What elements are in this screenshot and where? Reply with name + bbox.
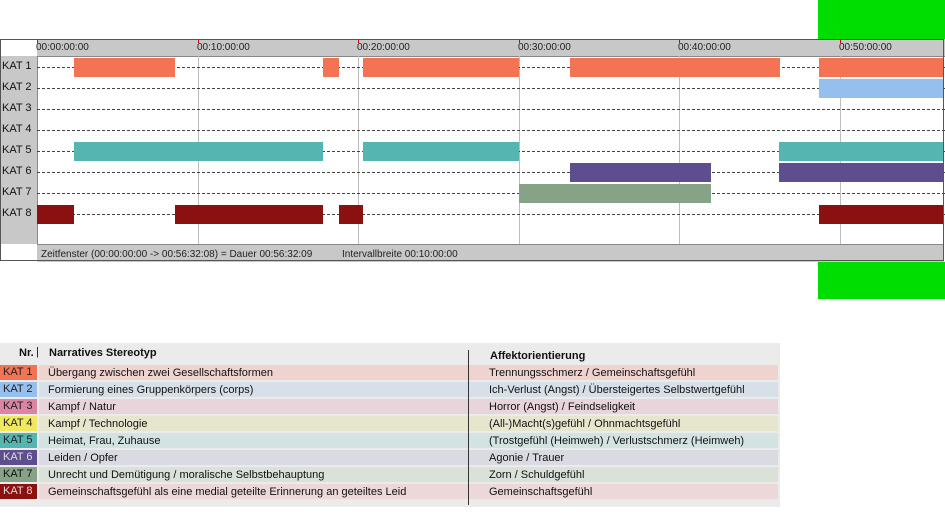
- ruler-tick: [198, 39, 199, 43]
- legend-affekt-text: (All-)Macht(s)gefühl / Ohnmachtsgefühl: [489, 418, 681, 430]
- ruler-tick-label: 00:40:00:00: [678, 42, 731, 53]
- row-label-kat-8: KAT 8: [2, 207, 32, 219]
- legend-header-divider: |: [36, 346, 39, 358]
- legend-table: Nr. | Narratives Stereotyp Affektorienti…: [0, 343, 780, 507]
- legend-affekt-text: (Trostgefühl (Heimweh) / Verlustschmerz …: [489, 435, 745, 447]
- legend-column-separator: [468, 350, 469, 505]
- ruler-tick-label: 00:20:00:00: [357, 42, 410, 53]
- status-bar: Zeitfenster (00:00:00:00 -> 00:56:32:08)…: [37, 244, 944, 262]
- status-time-window: Zeitfenster (00:00:00:00 -> 00:56:32:08)…: [41, 249, 313, 260]
- legend-affekt-text: Gemeinschaftsgefühl: [489, 486, 593, 498]
- legend-stereotyp-text: Unrecht und Demütigung / moralische Selb…: [48, 469, 325, 481]
- row-dashed-line: [37, 193, 945, 194]
- ruler-tick: [679, 39, 680, 43]
- timeline-segment-kat-8[interactable]: [819, 205, 944, 224]
- timeline-plot-area[interactable]: [37, 56, 945, 244]
- timeline-segment-kat-1[interactable]: [570, 58, 780, 77]
- legend-kat-swatch: KAT 7: [0, 467, 37, 482]
- timeline-segment-kat-1[interactable]: [819, 58, 944, 77]
- timeline-segment-kat-8[interactable]: [175, 205, 323, 224]
- legend-affekt-text: Agonie / Trauer: [489, 452, 565, 464]
- legend-row-background: [39, 399, 778, 414]
- timeline-segment-kat-6[interactable]: [570, 163, 711, 182]
- row-label-kat-2: KAT 2: [2, 81, 32, 93]
- legend-stereotyp-text: Kampf / Technologie: [48, 418, 148, 430]
- ruler-tick: [37, 39, 38, 43]
- legend-kat-swatch: KAT 6: [0, 450, 37, 465]
- grid-vertical-line: [679, 56, 680, 244]
- legend-row-background: [39, 416, 778, 431]
- time-ruler[interactable]: 00:00:00:00 00:10:00:00 00:20:00:00 00:30:0…: [36, 39, 945, 57]
- legend-stereotyp-text: Leiden / Opfer: [48, 452, 118, 464]
- row-dashed-line: [37, 172, 945, 173]
- ruler-tick-label: 00:00:00:00: [36, 42, 89, 53]
- legend-stereotyp-text: Formierung eines Gruppenkörpers (corps): [48, 384, 254, 396]
- ruler-tick-label: 00:50:00:00: [839, 42, 892, 53]
- row-dashed-line: [37, 214, 945, 215]
- row-label-kat-3: KAT 3: [2, 102, 32, 114]
- timeline-segment-kat-5[interactable]: [363, 142, 519, 161]
- legend-row-background: [39, 450, 778, 465]
- row-label-kat-7: KAT 7: [2, 186, 32, 198]
- legend-header-affekt: Affektorientierung: [490, 350, 586, 362]
- row-label-column: KAT 1 KAT 2 KAT 3 KAT 4 KAT 5 KAT 6 KAT 7 KAT 8: [0, 56, 38, 244]
- status-interval-width: Intervallbreite 00:10:00:00: [342, 249, 458, 260]
- timeline-segment-kat-7[interactable]: [519, 184, 711, 203]
- legend-stereotyp-text: Gemeinschaftsgefühl als eine medial gete…: [48, 486, 407, 498]
- timeline-segment-kat-1[interactable]: [74, 58, 175, 77]
- ruler-tick: [358, 39, 359, 43]
- timeline-segment-kat-5[interactable]: [74, 142, 323, 161]
- timeline-segment-kat-5[interactable]: [779, 142, 944, 161]
- ruler-tick-label: 00:10:00:00: [197, 42, 250, 53]
- ruler-tick: [840, 39, 841, 43]
- legend-kat-swatch: KAT 2: [0, 382, 37, 397]
- legend-row: KAT 7 Unrecht und Demütigung / moralische…: [0, 467, 780, 483]
- legend-row: KAT 2 Formierung eines Gruppenkörpers (co…: [0, 382, 780, 398]
- timeline-segment-kat-8[interactable]: [37, 205, 74, 224]
- timeline-segment-kat-8[interactable]: [339, 205, 363, 224]
- timeline-panel[interactable]: 00:00:00:00 00:10:00:00 00:20:00:00 00:30:0…: [0, 39, 945, 262]
- legend-row-background: [39, 382, 778, 397]
- legend-stereotyp-text: Übergang zwischen zwei Gesellschaftsform…: [48, 367, 273, 379]
- row-dashed-line: [37, 88, 945, 89]
- row-label-kat-5: KAT 5: [2, 144, 32, 156]
- legend-row-background: [39, 484, 778, 499]
- grid-vertical-line: [358, 56, 359, 244]
- legend-header-nr: Nr.: [19, 347, 34, 359]
- legend-stereotyp-text: Kampf / Natur: [48, 401, 116, 413]
- ruler-tick: [519, 39, 520, 43]
- row-label-kat-1: KAT 1: [2, 60, 32, 72]
- legend-affekt-text: Zorn / Schuldgefühl: [489, 469, 585, 481]
- legend-row: KAT 6 Leiden / Opfer Agonie / Trauer: [0, 450, 780, 466]
- legend-affekt-text: Ich-Verlust (Angst) / Übersteigertes Sel…: [489, 384, 745, 396]
- legend-row: KAT 5 Heimat, Frau, Zuhause (Trostgefühl (…: [0, 433, 780, 449]
- row-dashed-line: [37, 109, 945, 110]
- legend-kat-swatch: KAT 4: [0, 416, 37, 431]
- row-label-kat-4: KAT 4: [2, 123, 32, 135]
- legend-row: KAT 3 Kampf / Natur Horror (Angst) / Feind…: [0, 399, 780, 415]
- legend-row: KAT 8 Gemeinschaftsgefühl als eine medial…: [0, 484, 780, 500]
- timeline-segment-kat-2[interactable]: [819, 79, 944, 98]
- row-label-kat-6: KAT 6: [2, 165, 32, 177]
- legend-row: KAT 4 Kampf / Technologie (All-)Macht(s)ge…: [0, 416, 780, 432]
- timeline-segment-kat-1[interactable]: [363, 58, 519, 77]
- legend-kat-swatch: KAT 3: [0, 399, 37, 414]
- legend-row: KAT 1 Übergang zwischen zwei Gesellschaft…: [0, 365, 780, 381]
- legend-kat-swatch: KAT 5: [0, 433, 37, 448]
- legend-kat-swatch: KAT 1: [0, 365, 37, 380]
- legend-row-background: [39, 433, 778, 448]
- legend-kat-swatch: KAT 8: [0, 484, 37, 499]
- legend-affekt-text: Horror (Angst) / Feindseligkeit: [489, 401, 636, 413]
- legend-row-background: [39, 365, 778, 380]
- grid-vertical-line: [519, 56, 520, 244]
- legend-affekt-text: Trennungsschmerz / Gemeinschaftsgefühl: [489, 367, 696, 379]
- legend-stereotyp-text: Heimat, Frau, Zuhause: [48, 435, 161, 447]
- timeline-segment-kat-6[interactable]: [779, 163, 944, 182]
- legend-row-background: [39, 467, 778, 482]
- timeline-segment-kat-1[interactable]: [323, 58, 339, 77]
- row-dashed-line: [37, 130, 945, 131]
- legend-header-stereotyp: Narratives Stereotyp: [49, 347, 157, 359]
- ruler-tick-label: 00:30:00:00: [518, 42, 571, 53]
